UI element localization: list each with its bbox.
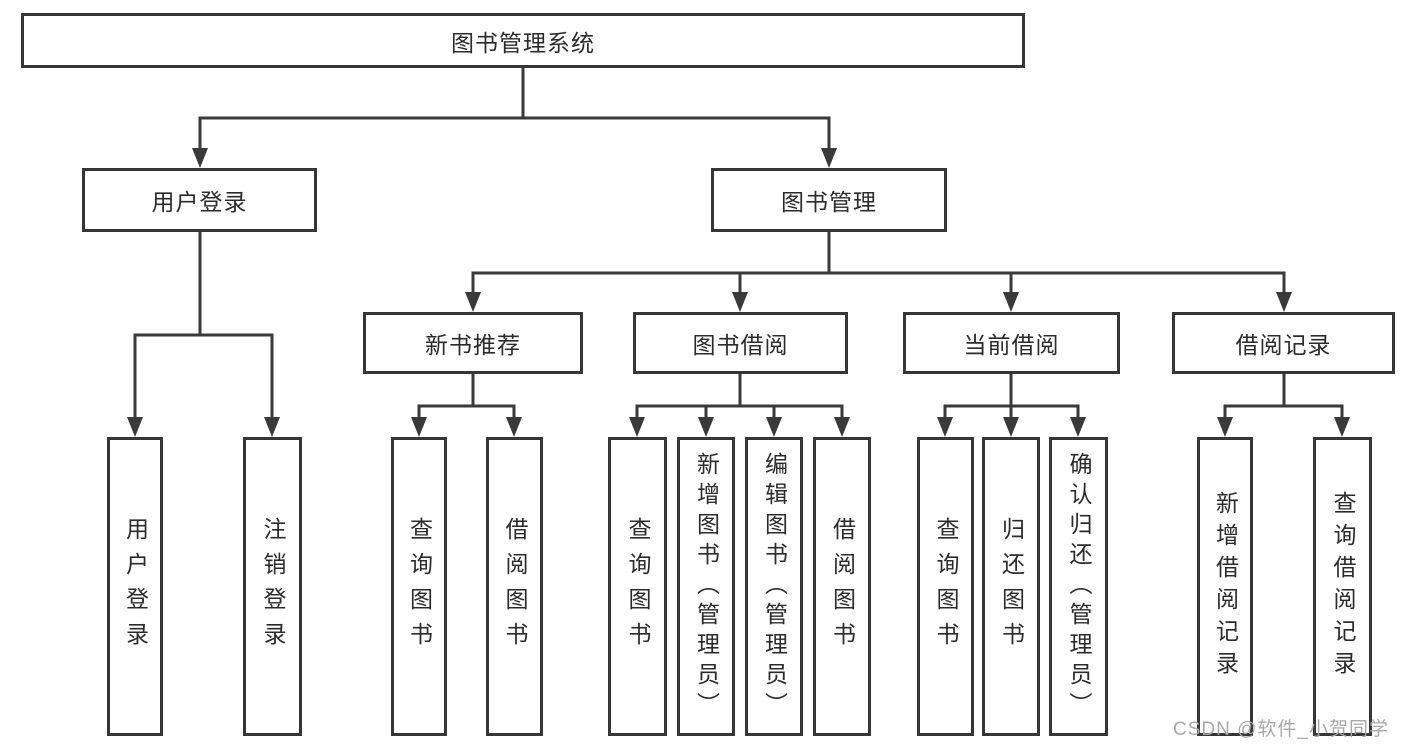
arrow-down-icon: [732, 292, 748, 312]
arrow-down-icon: [506, 417, 522, 437]
leaf-label: 确认归还（管理员）: [1066, 451, 1092, 722]
leaf-user-login: 用户登录: [107, 437, 163, 736]
arrowheads: [127, 148, 1350, 437]
leaf-logout: 注销登录: [243, 437, 302, 736]
node-new-book-recommend: 新书推荐: [363, 312, 583, 374]
arrow-down-icon: [1003, 417, 1019, 437]
leaf-label: 新增借阅记录: [1212, 490, 1239, 683]
node-book-management: 图书管理: [711, 168, 947, 232]
elbow-connectors: [133, 68, 1344, 419]
leaf-label: 归还图书: [998, 516, 1025, 657]
arrow-down-icon: [411, 417, 427, 437]
node-label: 用户登录: [151, 189, 248, 215]
leaf-label: 查询图书: [933, 516, 959, 657]
node-label: 新书推荐: [425, 332, 521, 358]
arrow-down-icon: [1334, 417, 1350, 437]
node-book-borrow: 图书借阅: [633, 312, 848, 374]
leaf-label: 新增图书（管理员）: [693, 451, 720, 722]
arrow-down-icon: [1276, 292, 1292, 312]
node-library-management-system: 图书管理系统: [21, 13, 1025, 68]
leaf-query-books-2: 查询图书: [608, 437, 667, 736]
leaf-borrow-books-2: 借阅图书: [813, 437, 871, 736]
arrow-down-icon: [766, 417, 782, 437]
arrow-down-icon: [264, 417, 280, 437]
leaf-add-borrow-record: 新增借阅记录: [1197, 437, 1253, 736]
node-current-borrow: 当前借阅: [903, 312, 1120, 374]
arrow-down-icon: [192, 148, 208, 168]
node-label: 当前借阅: [963, 332, 1060, 358]
arrow-down-icon: [1003, 292, 1019, 312]
leaf-label: 查询借阅记录: [1330, 490, 1356, 683]
csdn-watermark: CSDN @软件_小贺同学: [1173, 719, 1389, 740]
leaf-borrow-books-1: 借阅图书: [486, 437, 543, 736]
leaf-label: 查询图书: [625, 516, 651, 657]
leaf-label: 查询图书: [406, 516, 433, 657]
arrow-down-icon: [465, 292, 481, 312]
arrow-down-icon: [629, 417, 645, 437]
leaf-label: 编辑图书（管理员）: [761, 451, 788, 722]
node-borrow-records: 借阅记录: [1172, 312, 1395, 374]
arrow-down-icon: [937, 417, 953, 437]
leaf-edit-book-admin: 编辑图书（管理员）: [745, 437, 803, 736]
leaf-query-books-1: 查询图书: [391, 437, 447, 736]
arrow-down-icon: [821, 148, 837, 168]
node-label: 图书管理系统: [451, 29, 595, 56]
leaf-add-book-admin: 新增图书（管理员）: [677, 437, 735, 736]
arrow-down-icon: [834, 417, 850, 437]
leaf-return-book: 归还图书: [982, 437, 1040, 736]
node-label: 图书管理: [781, 189, 877, 215]
leaf-label: 注销登录: [260, 516, 286, 657]
arrow-down-icon: [127, 417, 143, 437]
arrow-down-icon: [698, 417, 714, 437]
leaf-confirm-return-admin: 确认归还（管理员）: [1049, 437, 1108, 736]
arrow-down-icon: [1217, 417, 1233, 437]
leaf-label: 用户登录: [122, 516, 149, 657]
leaf-query-borrow-record: 查询借阅记录: [1313, 437, 1372, 736]
arrow-down-icon: [1070, 417, 1086, 437]
leaf-query-books-3: 查询图书: [917, 437, 974, 736]
node-label: 借阅记录: [1235, 332, 1332, 358]
node-label: 图书借阅: [692, 332, 789, 358]
node-user-login: 用户登录: [82, 168, 317, 232]
leaf-label: 借阅图书: [502, 516, 528, 657]
leaf-label: 借阅图书: [829, 516, 856, 657]
